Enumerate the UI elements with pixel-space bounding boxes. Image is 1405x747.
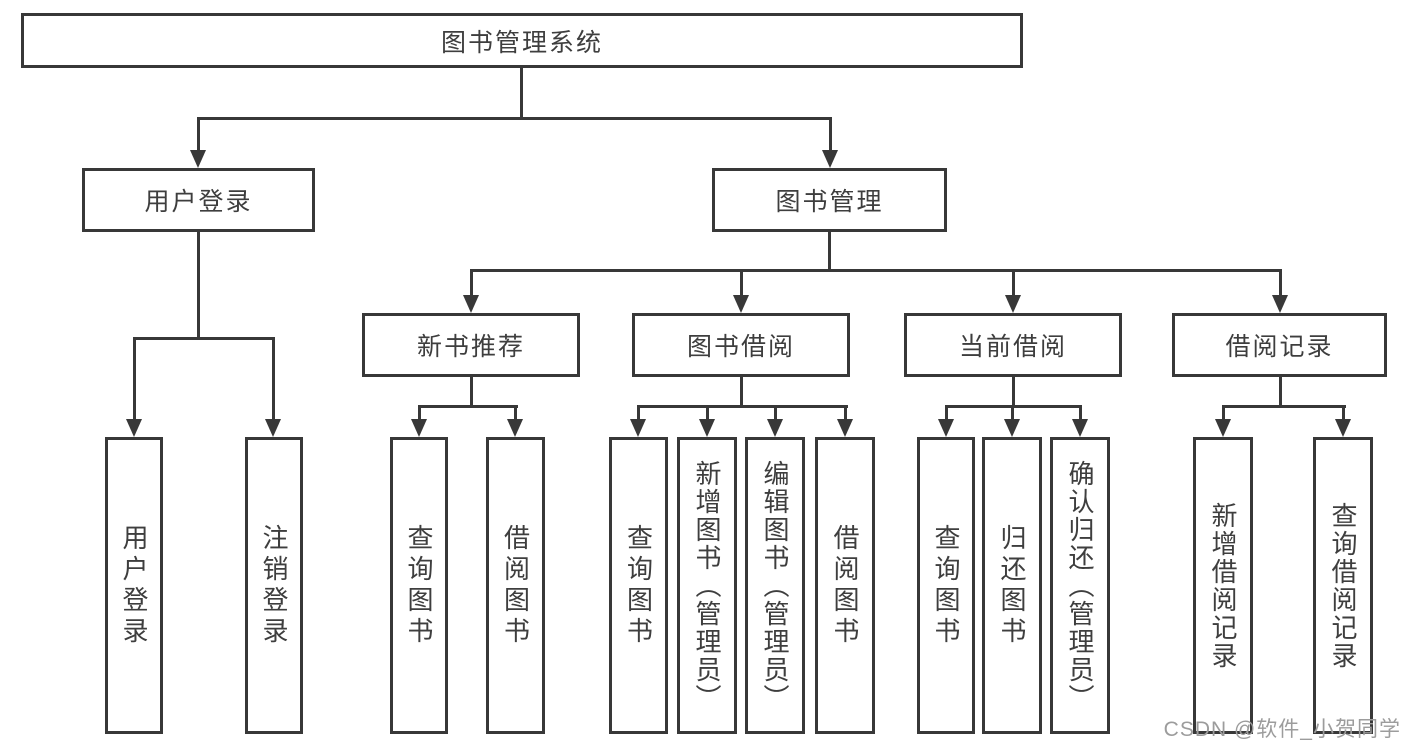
arrow-down-icon — [265, 419, 281, 437]
arrow-down-icon — [822, 150, 838, 168]
arrow-down-icon — [1004, 419, 1020, 437]
node-leaf-borrow-books-recommend: 借阅图书 — [486, 437, 545, 734]
connector-vline — [945, 405, 948, 421]
connector-hline — [637, 405, 848, 408]
connector-vline — [514, 405, 517, 421]
arrow-down-icon — [126, 419, 142, 437]
connector-vline — [828, 232, 831, 272]
connector-vline — [706, 405, 709, 421]
connector-hline — [197, 117, 832, 120]
connector-vline — [637, 405, 640, 421]
arrow-down-icon — [190, 150, 206, 168]
connector-vline — [470, 377, 473, 407]
arrow-down-icon — [699, 419, 715, 437]
arrow-down-icon — [938, 419, 954, 437]
node-root: 图书管理系统 — [21, 13, 1023, 68]
arrow-down-icon — [411, 419, 427, 437]
node-user-login: 用户登录 — [82, 168, 315, 232]
node-leaf-logout-login: 注销登录 — [245, 437, 303, 734]
connector-vline — [470, 269, 473, 297]
node-leaf-confirm-return-admin: 确认归还（管理员） — [1050, 437, 1110, 734]
arrow-down-icon — [1005, 295, 1021, 313]
connector-vline — [418, 405, 421, 421]
arrow-down-icon — [1335, 419, 1351, 437]
node-leaf-edit-book-admin: 编辑图书（管理员） — [745, 437, 805, 734]
node-new-book-recommend: 新书推荐 — [362, 313, 580, 377]
arrow-down-icon — [463, 295, 479, 313]
node-borrow-records: 借阅记录 — [1172, 313, 1387, 377]
arrow-down-icon — [733, 295, 749, 313]
node-leaf-query-borrow-record: 查询借阅记录 — [1313, 437, 1373, 734]
node-leaf-query-books-recommend: 查询图书 — [390, 437, 448, 734]
node-book-borrow: 图书借阅 — [632, 313, 850, 377]
watermark: CSDN @软件_小贺同学 — [1163, 718, 1401, 741]
connector-vline — [1279, 377, 1282, 407]
node-leaf-user-login: 用户登录 — [105, 437, 163, 734]
connector-vline — [740, 377, 743, 407]
connector-vline — [829, 117, 832, 151]
connector-vline — [197, 232, 200, 340]
connector-vline — [774, 405, 777, 421]
connector-hline — [470, 269, 1282, 272]
connector-vline — [520, 68, 523, 119]
connector-vline — [272, 337, 275, 421]
node-leaf-borrow-books: 借阅图书 — [815, 437, 875, 734]
connector-vline — [1011, 405, 1014, 421]
node-leaf-add-book-admin: 新增图书（管理员） — [677, 437, 737, 734]
arrow-down-icon — [507, 419, 523, 437]
connector-hline — [418, 405, 518, 408]
arrow-down-icon — [1072, 419, 1088, 437]
node-leaf-return-books: 归还图书 — [982, 437, 1042, 734]
node-leaf-query-books-borrow: 查询图书 — [609, 437, 668, 734]
connector-hline — [1222, 405, 1346, 408]
node-leaf-add-borrow-record: 新增借阅记录 — [1193, 437, 1253, 734]
connector-hline — [133, 337, 275, 340]
arrow-down-icon — [630, 419, 646, 437]
connector-vline — [1012, 377, 1015, 407]
connector-vline — [844, 405, 847, 421]
arrow-down-icon — [1272, 295, 1288, 313]
connector-vline — [133, 337, 136, 421]
connector-vline — [1079, 405, 1082, 421]
connector-vline — [1012, 269, 1015, 297]
node-book-management: 图书管理 — [712, 168, 947, 232]
connector-vline — [1342, 405, 1345, 421]
connector-vline — [197, 117, 200, 151]
arrow-down-icon — [837, 419, 853, 437]
connector-vline — [1222, 405, 1225, 421]
node-leaf-query-books-current: 查询图书 — [917, 437, 975, 734]
arrow-down-icon — [1215, 419, 1231, 437]
connector-vline — [1279, 269, 1282, 297]
node-current-borrow: 当前借阅 — [904, 313, 1122, 377]
connector-vline — [740, 269, 743, 297]
arrow-down-icon — [767, 419, 783, 437]
